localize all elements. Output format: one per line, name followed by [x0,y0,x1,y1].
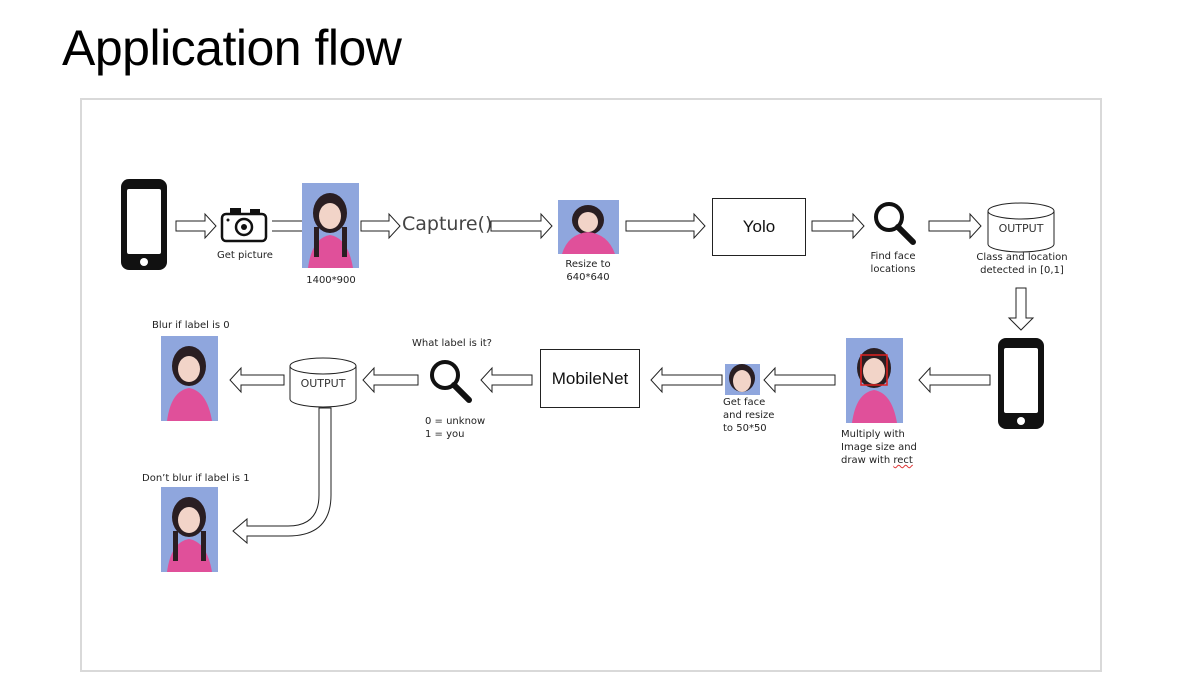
yolo-label: Yolo [742,217,776,236]
arrow-curved [232,407,332,545]
arrow-right [490,212,553,240]
arrow-right [175,212,217,240]
arrow-left [650,366,723,394]
camera-icon [220,208,268,243]
diagram-frame [80,98,1102,672]
arrow-left [918,366,991,394]
arrow-left [362,366,419,394]
mobilenet-box: MobileNet [540,349,640,408]
photo-original [302,183,359,268]
arrow-right [811,212,865,240]
size-1400-label: 1400*900 [306,275,356,286]
mobilenet-label: MobileNet [551,368,629,388]
what-label-label: What label is it? [412,338,492,349]
arrow-left [480,366,533,394]
blur-label: Blur if label is 0 [152,320,230,331]
database-icon [987,202,1055,253]
photo-blurred [161,336,218,421]
arrow-right [625,212,706,240]
find-face-label: Find face locations [870,251,916,275]
smartphone-icon [121,179,167,270]
capture-label: Capture() [402,213,493,235]
no-blur-label: Don’t blur if label is 1 [142,473,250,484]
class-location-label: Class and location detected in [0,1] [976,252,1068,276]
arrow-right [928,212,982,240]
slide-title: Application flow [62,20,402,76]
arrow-left [763,366,836,394]
magnifier-icon [430,360,472,403]
yolo-box: Yolo [712,198,806,256]
get-face-label: Get face and resize to 50*50 [723,397,775,434]
multiply-text: Multiply with Image size and draw with [841,429,917,466]
smartphone-icon [998,338,1044,429]
magnifier-icon [874,202,916,245]
output-bottom-label: OUTPUT [300,377,346,390]
photo-resized [558,200,619,254]
multiply-label: Multiply with Image size and draw with r… [841,428,931,467]
get-picture-label: Get picture [217,250,273,261]
arrow-left [229,366,285,394]
photo-not-blurred [161,487,218,572]
arrow-right [360,212,401,240]
photo-face-crop [725,364,760,395]
arrow-down [1007,287,1035,331]
output-top-label: OUTPUT [998,222,1044,235]
label-values: 0 = unknow 1 = you [425,416,486,440]
resize-label: Resize to 640*640 [565,259,611,283]
photo-annotated [846,338,903,423]
database-icon [289,357,357,408]
multiply-rect-text: rect [893,455,913,466]
